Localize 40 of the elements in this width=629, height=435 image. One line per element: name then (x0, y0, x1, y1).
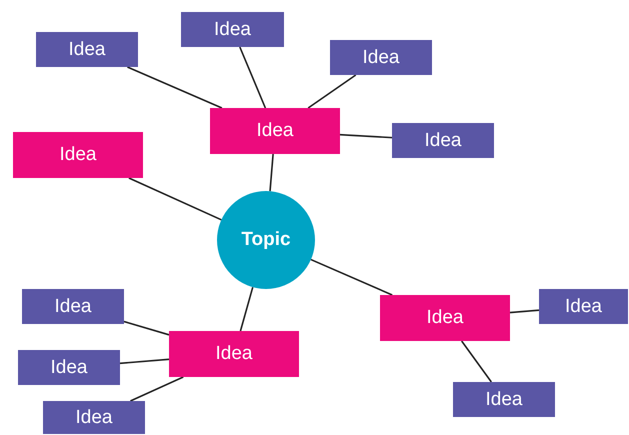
idea-box (22, 289, 124, 324)
idea-box (181, 12, 284, 47)
node-label: Idea (565, 296, 602, 318)
connector-line (340, 134, 392, 138)
connector-line (269, 154, 274, 192)
connector-line (461, 340, 492, 382)
node-label: Idea (486, 388, 522, 410)
connector-line (240, 286, 254, 332)
node-label: Idea (76, 406, 112, 428)
idea-box (330, 40, 432, 75)
node-label: Idea (68, 38, 106, 60)
connector-line (128, 177, 222, 221)
idea-box (169, 331, 299, 377)
idea-box (380, 295, 510, 341)
node-label: Idea (362, 46, 400, 68)
idea-box (43, 401, 145, 434)
idea-box (392, 123, 494, 158)
idea-box (13, 132, 143, 178)
idea-box (18, 350, 120, 385)
connector-line (310, 258, 393, 296)
node-label: Idea (426, 307, 464, 329)
node-label: Topic (241, 229, 291, 251)
connector-line (308, 74, 356, 109)
node-label: Idea (214, 18, 251, 40)
connector-line (120, 358, 170, 364)
idea-box (539, 289, 628, 324)
idea-box (210, 108, 340, 154)
idea-box (453, 382, 555, 417)
node-label: Idea (50, 356, 88, 378)
node-label: Idea (256, 120, 294, 142)
node-label: Idea (60, 144, 96, 166)
connector-line (239, 46, 266, 108)
connector-line (124, 320, 170, 336)
connector-line (127, 66, 222, 109)
connector-line (130, 376, 184, 402)
idea-box (36, 32, 138, 67)
connector-line (510, 309, 540, 314)
node-label: Idea (216, 343, 252, 365)
node-label: Idea (54, 296, 92, 318)
node-label: Idea (424, 130, 462, 152)
